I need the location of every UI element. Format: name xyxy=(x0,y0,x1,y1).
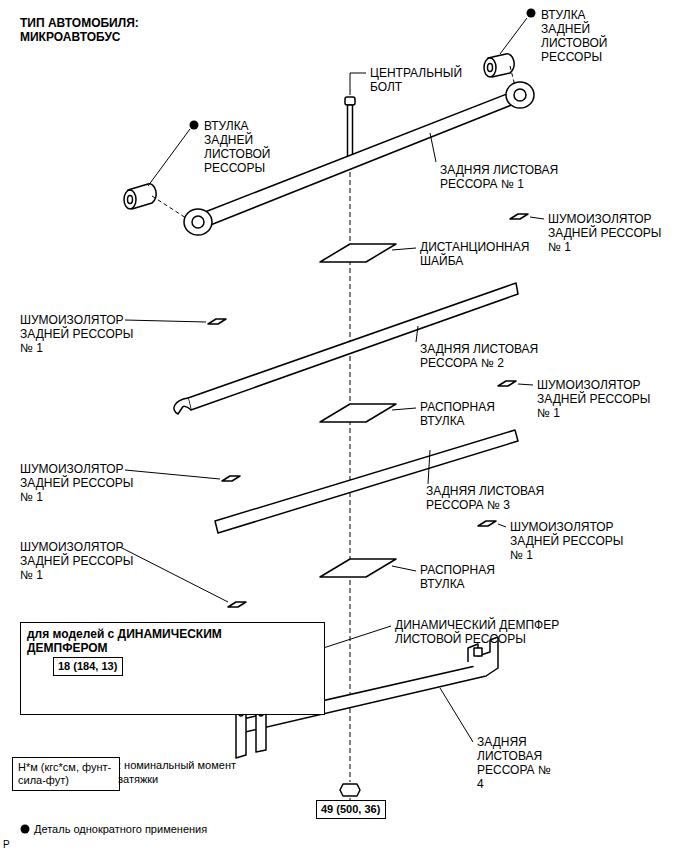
bushing xyxy=(124,184,186,218)
nut xyxy=(340,784,360,796)
spacer xyxy=(320,404,396,422)
center-line xyxy=(350,100,351,782)
leaf-spring xyxy=(215,430,518,533)
part-label: ВТУЛКА ЗАДНЕЙ ЛИСТОВОЙ РЕССОРЫ xyxy=(204,119,280,175)
node-text: 49 (500, 36) xyxy=(321,803,381,816)
part-label: ЗАДНЯЯ ЛИСТОВАЯ РЕССОРА № 1 xyxy=(440,163,570,191)
variant-inset-box: для моделей с ДИНАМИЧЕСКИМ ДЕМПФЕРОМ 18 (… xyxy=(20,622,325,715)
part-label: ВТУЛКА ЗАДНЕЙ ЛИСТОВОЙ РЕССОРЫ xyxy=(541,8,617,64)
part-label: ШУМОИЗОЛЯТОР ЗАДНЕЙ РЕССОРЫ № 1 xyxy=(510,520,634,562)
part-label: ШУМОИЗОЛЯТОР ЗАДНЕЙ РЕССОРЫ № 1 xyxy=(548,212,672,254)
part-label: ЗАДНЯЯ ЛИСТОВАЯ РЕССОРА № 3 xyxy=(426,484,556,512)
spacer xyxy=(320,559,396,577)
part-label: P xyxy=(3,838,23,852)
part-label: РАСПОРНАЯ ВТУЛКА xyxy=(420,563,512,591)
part-label: ШУМОИЗОЛЯТОР ЗАДНЕЙ РЕССОРЫ № 1 xyxy=(537,378,661,420)
torque-box: 49 (500, 36) xyxy=(316,800,386,819)
part-label: ДИНАМИЧЕСКИЙ ДЕМПФЕР ЛИСТОВОЙ РЕССОРЫ xyxy=(395,618,573,646)
node-text: Н*м (кгс*см, фунт-сила-фут) xyxy=(18,761,114,787)
legend-key-box: Н*м (кгс*см, фунт-сила-фут) xyxy=(12,757,120,791)
node-text: 18 (184, 13) xyxy=(58,660,118,673)
bushing xyxy=(484,54,515,86)
part-label: ШУМОИЗОЛЯТОР ЗАДНЕЙ РЕССОРЫ № 1 xyxy=(20,313,144,355)
noise-insulator xyxy=(208,214,528,607)
diagram-title: ТИП АВТОМОБИЛЯ: МИКРОАВТОБУС xyxy=(20,16,148,44)
legend-text: : номинальный момент затяжки xyxy=(118,758,248,786)
part-label: ЦЕНТРАЛЬНЫЙ БОЛТ xyxy=(370,66,470,94)
part-label: РАСПОРНАЯ ВТУЛКА xyxy=(420,400,512,428)
part-label: ШУМОИЗОЛЯТОР ЗАДНЕЙ РЕССОРЫ № 1 xyxy=(20,540,144,582)
legend-text: Деталь однократного применения xyxy=(34,822,294,836)
part-label: ШУМОИЗОЛЯТОР ЗАДНЕЙ РЕССОРЫ № 1 xyxy=(20,462,144,504)
part-label: ЗАДНЯЯ ЛИСТОВАЯ РЕССОРА № 2 xyxy=(420,342,550,370)
single-use-dot xyxy=(21,9,536,834)
spacer-washer xyxy=(320,244,396,262)
part-label: ДИСТАНЦИОННАЯ ШАЙБА xyxy=(420,240,538,268)
node-text: для моделей с ДИНАМИЧЕСКИМ ДЕМПФЕРОМ xyxy=(27,627,259,655)
center-bolt xyxy=(345,97,355,163)
part-label: ЗАДНЯЯ ЛИСТОВАЯ РЕССОРА № 4 xyxy=(477,735,553,791)
torque-box: 18 (184, 13) xyxy=(53,657,123,676)
leaf-spring xyxy=(184,82,534,235)
